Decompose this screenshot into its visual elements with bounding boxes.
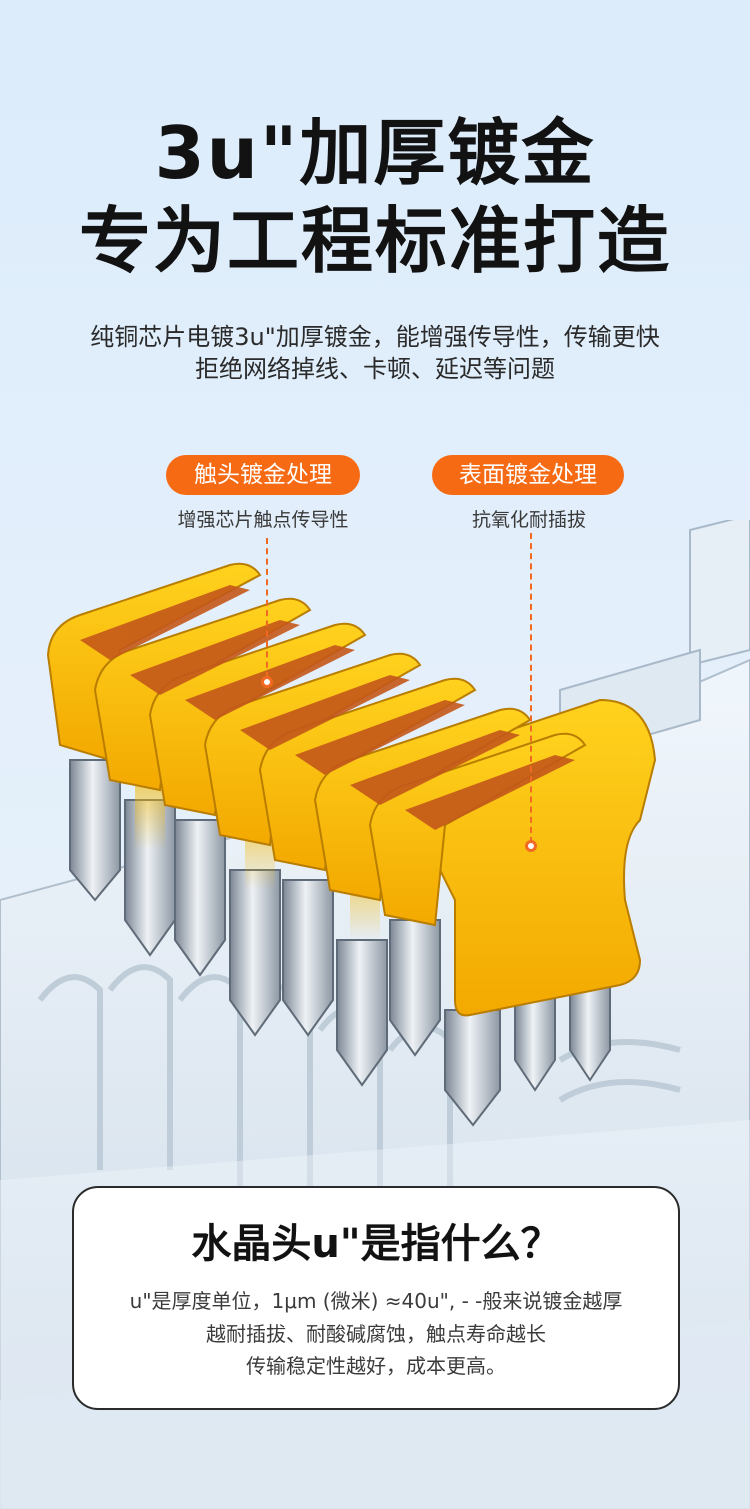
- info-card-line-3: 传输稳定性越好，成本更高。: [246, 1354, 506, 1378]
- info-card-line-2: 越耐插拔、耐酸碱腐蚀，触点寿命越长: [206, 1322, 546, 1346]
- callout-marker-right: [525, 840, 537, 852]
- callout-leader-line-right: [530, 533, 532, 843]
- headline-line-2: 专为工程标准打造: [78, 199, 671, 283]
- callout-marker-left: [261, 676, 273, 688]
- pin-legs: [69, 759, 611, 1127]
- callout-surface-plating-note: 抗氧化耐插拔: [471, 509, 586, 531]
- callout-surface-plating-label: 表面镀金处理: [432, 455, 624, 495]
- info-card: 水晶头u"是指什么？ u"是厚度单位，1μm (微米) ≈40u", - -般来…: [72, 1186, 680, 1410]
- description-line-2: 拒绝网络掉线、卡顿、延迟等问题: [195, 355, 555, 383]
- info-card-line-1: u"是厚度单位，1μm (微米) ≈40u", - -般来说镀金越厚: [129, 1289, 623, 1313]
- copper-stripes: [80, 585, 575, 830]
- info-card-title: 水晶头u"是指什么？: [191, 1221, 561, 1267]
- callout-leader-line-left: [266, 538, 268, 678]
- description-line-1: 纯铜芯片电镀3u"加厚镀金，能增强传导性，传输更快: [90, 323, 660, 351]
- callout-contact-plating-label: 触头镀金处理: [166, 455, 360, 495]
- headline-line-1: 3u"加厚镀金: [154, 111, 596, 195]
- callout-contact-plating-note: 增强芯片触点传导性: [177, 509, 349, 531]
